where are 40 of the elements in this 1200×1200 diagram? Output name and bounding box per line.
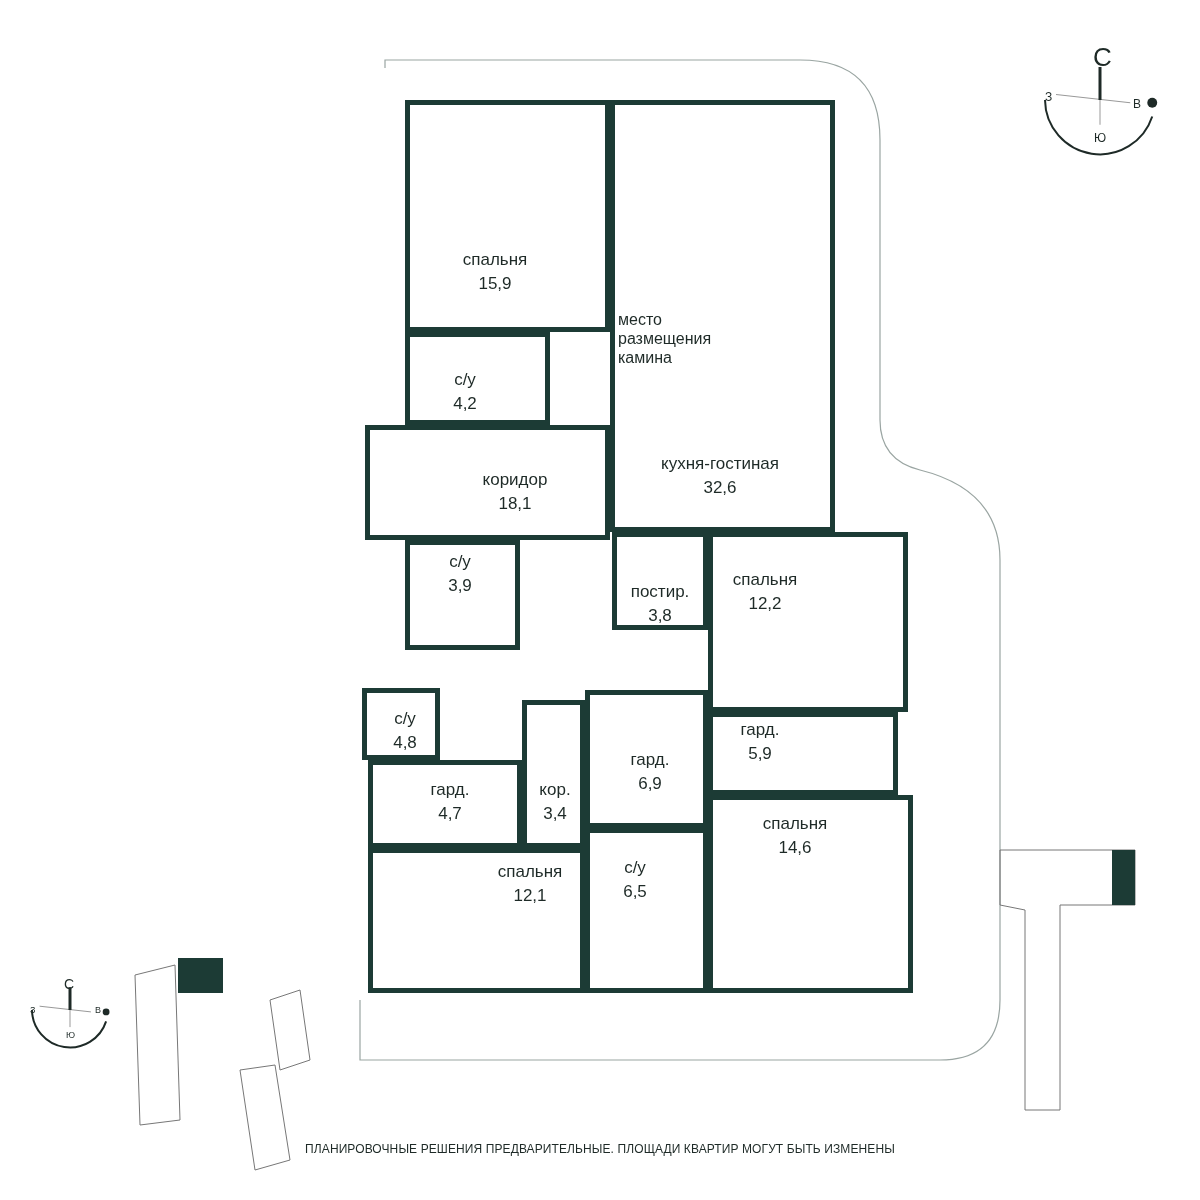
room-outline (362, 688, 440, 760)
fireplace-note: место размещения камина (618, 310, 713, 367)
room-name: с/у (448, 551, 472, 573)
room-area: 3,8 (630, 604, 690, 628)
room-area: 12,2 (732, 592, 798, 616)
room-name: спальня (462, 249, 528, 271)
room-area: 32,6 (661, 476, 779, 500)
room-name: с/у (393, 708, 417, 730)
room-area: 14,6 (762, 836, 828, 860)
room-area: 4,2 (453, 392, 477, 416)
room-area: 3,4 (539, 802, 571, 826)
room-name: гард. (740, 719, 780, 741)
room-outline (405, 540, 520, 650)
room-area: 12,1 (497, 884, 563, 908)
room-name: с/у (623, 857, 647, 879)
room-name: гард. (630, 749, 670, 771)
room-name: коридор (482, 469, 548, 491)
room-name: спальня (732, 569, 798, 591)
compass-label: В (95, 1005, 101, 1016)
room-name: спальня (497, 861, 563, 883)
room-area: 4,7 (430, 802, 470, 826)
compass-label: В (1133, 97, 1141, 111)
room-name: кор. (539, 779, 571, 801)
room-name: постир. (630, 581, 690, 603)
room-area: 3,9 (448, 574, 472, 598)
room-area: 18,1 (482, 492, 548, 516)
compass-label: Ю (1094, 131, 1107, 145)
room-area: 4,8 (393, 731, 417, 755)
compass-label: З (1045, 90, 1053, 104)
compass-label: Ю (66, 1030, 76, 1041)
room-area: 5,9 (740, 742, 780, 766)
room-area: 6,9 (630, 772, 670, 796)
room-area: 6,5 (623, 880, 647, 904)
room-name: кухня-гостиная (661, 453, 779, 475)
room-name: спальня (762, 813, 828, 835)
room-name: гард. (430, 779, 470, 801)
compass-label: С (1093, 42, 1112, 73)
disclaimer-caption: ПЛАНИРОВОЧНЫЕ РЕШЕНИЯ ПРЕДВАРИТЕЛЬНЫЕ. ПЛОЩАДИ КВАРТИР МОГУТ БЫТЬ ИЗМЕНЕНЫ (304, 1142, 896, 1156)
room-name: с/у (453, 369, 477, 391)
room-area: 15,9 (462, 272, 528, 296)
